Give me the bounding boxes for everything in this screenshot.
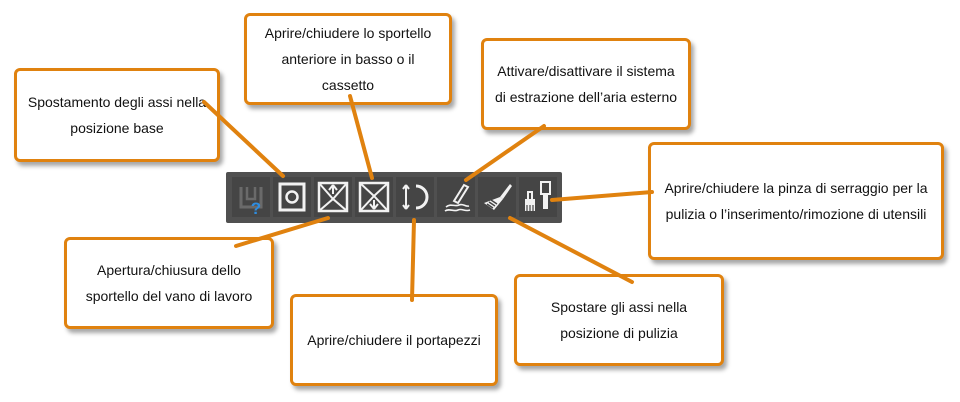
machine-toolbar: ? xyxy=(226,172,562,223)
work-door-button[interactable] xyxy=(273,177,311,217)
leader-workpiece-holder xyxy=(410,218,416,302)
leader-axes-home xyxy=(202,100,285,178)
workpiece-holder-button[interactable] xyxy=(396,177,434,217)
leader-cleaning-position xyxy=(508,216,634,284)
collet-button[interactable] xyxy=(519,177,557,217)
machine-help-button[interactable]: ? xyxy=(232,177,270,217)
front-door-close-icon xyxy=(358,181,390,213)
front-door-close-button[interactable] xyxy=(355,177,393,217)
leader-air-extraction xyxy=(464,124,546,182)
work-door-icon xyxy=(278,182,306,212)
leader-work-door xyxy=(234,216,330,248)
front-door-open-icon xyxy=(317,181,349,213)
workpiece-holder-icon xyxy=(402,184,429,210)
collet-brush-icon xyxy=(525,181,551,211)
callout-workpiece-holder: Aprire/chiudere il portapezzi xyxy=(290,294,498,386)
air-extraction-icon xyxy=(444,183,471,212)
help-badge: ? xyxy=(251,199,261,217)
air-extraction-button[interactable] xyxy=(437,177,475,217)
callout-collet: Aprire/chiudere la pinza di serraggio pe… xyxy=(648,142,944,260)
leader-collet xyxy=(550,190,654,202)
leader-front-door xyxy=(348,94,374,180)
cleaning-brush-icon xyxy=(484,184,512,210)
front-door-open-button[interactable] xyxy=(314,177,352,217)
machine-help-icon: ? xyxy=(239,187,263,217)
cleaning-position-button[interactable] xyxy=(478,177,516,217)
